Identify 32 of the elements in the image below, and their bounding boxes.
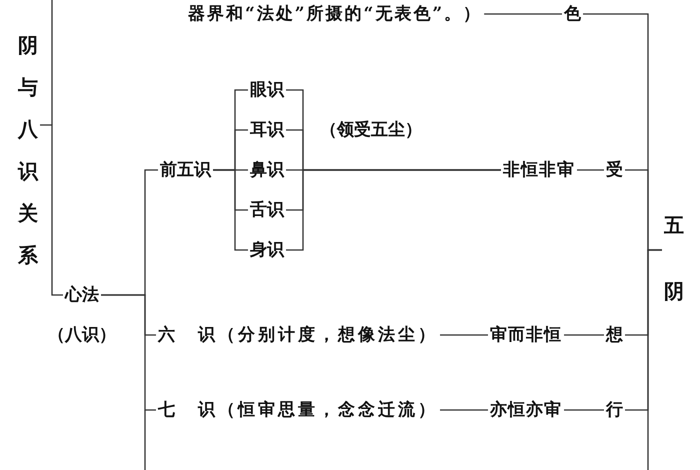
node-label: 身识 <box>250 239 284 261</box>
node-label: 耳识 <box>250 119 284 141</box>
node-label: 心法 <box>65 284 99 306</box>
annotation-text: （领受五尘） <box>320 119 422 141</box>
connector-line <box>577 169 604 171</box>
connector-line <box>484 13 562 15</box>
node-label: 舌识 <box>250 199 284 221</box>
connector-line <box>625 249 662 411</box>
connector-line <box>564 334 604 336</box>
node-label: 想 <box>606 324 623 346</box>
node-label: 行 <box>606 399 623 421</box>
vertical-heading: 五阴 <box>664 192 684 324</box>
connector-line <box>564 409 604 411</box>
connector-line <box>440 409 488 411</box>
vertical-heading: 阴与八识关系 <box>18 24 38 276</box>
node-label: 眼识 <box>250 79 284 101</box>
node-label: 前五识 <box>160 159 211 181</box>
connector-line <box>213 169 248 251</box>
node-label: 非恒非审 <box>503 159 575 181</box>
node-label: 亦恒亦审 <box>490 399 562 421</box>
connector-line <box>101 294 156 411</box>
node-label: 审而非恒 <box>490 324 562 346</box>
node-label: 鼻识 <box>250 159 284 181</box>
node-caption: （八识） <box>48 324 116 346</box>
connector-line <box>286 169 501 251</box>
node-label: 器界和“法处”所摄的“无表色”。） <box>188 3 482 25</box>
connector-line <box>40 124 63 296</box>
node-label: 七 识（恒审思量，念念迁流） <box>158 399 438 421</box>
node-label: 六 识（分别计度，想像法尘） <box>158 324 438 346</box>
connector-line <box>440 334 488 336</box>
node-label: 受 <box>606 159 623 181</box>
node-label: 色 <box>564 3 581 25</box>
